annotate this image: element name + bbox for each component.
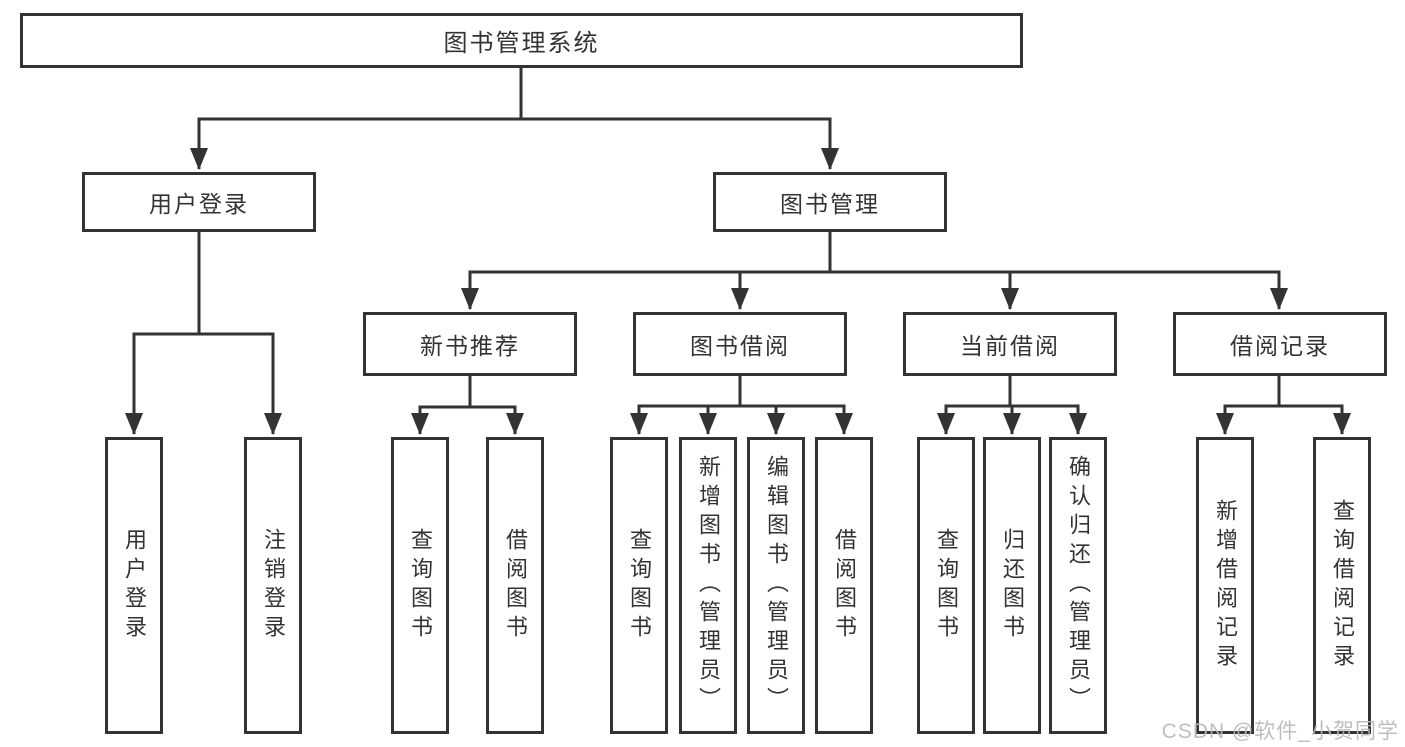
leaf-user-login: 用户登录 xyxy=(105,437,163,734)
leaf-query-books-recommend-label: 查询图书 xyxy=(408,527,433,644)
leaf-add-borrow-record: 新增借阅记录 xyxy=(1196,437,1254,734)
leaf-query-books-recommend: 查询图书 xyxy=(391,437,449,734)
connector-new-book-split xyxy=(411,405,524,435)
leaf-borrow-books-recommend: 借阅图书 xyxy=(486,437,544,734)
node-user-login: 用户登录 xyxy=(82,172,316,232)
leaf-logout-label: 注销登录 xyxy=(261,527,286,644)
csdn-watermark: CSDN @软件_小贺同学 xyxy=(1161,720,1399,743)
node-new-book-recommend: 新书推荐 xyxy=(363,312,577,376)
leaf-query-borrow-record: 查询借阅记录 xyxy=(1313,437,1371,734)
leaf-add-borrow-record-label: 新增借阅记录 xyxy=(1213,498,1238,673)
leaf-edit-books-admin: 编辑图书（管理员） xyxy=(747,437,805,734)
connector-user-login-split xyxy=(125,332,282,435)
node-borrow-records: 借阅记录 xyxy=(1173,312,1387,376)
leaf-add-books-admin: 新增图书（管理员） xyxy=(679,437,737,734)
node-book-borrow-label: 图书借阅 xyxy=(690,333,790,359)
node-book-management-label: 图书管理 xyxy=(780,191,880,217)
leaf-logout: 注销登录 xyxy=(244,437,302,734)
leaf-query-books-borrow-label: 查询图书 xyxy=(627,527,652,644)
leaf-confirm-return-admin: 确认归还（管理员） xyxy=(1049,437,1107,734)
leaf-query-books-current: 查询图书 xyxy=(917,437,975,734)
node-book-borrow: 图书借阅 xyxy=(633,312,847,376)
connector-root-split xyxy=(190,117,839,170)
node-new-book-recommend-label: 新书推荐 xyxy=(420,333,520,359)
leaf-edit-books-admin-label: 编辑图书（管理员） xyxy=(764,455,789,716)
leaf-borrow-books-label: 借阅图书 xyxy=(832,527,857,644)
leaf-return-books-label: 归还图书 xyxy=(1000,527,1025,644)
leaf-borrow-books: 借阅图书 xyxy=(815,437,873,734)
node-current-borrow: 当前借阅 xyxy=(903,312,1117,376)
node-borrow-records-label: 借阅记录 xyxy=(1230,333,1330,359)
node-root: 图书管理系统 xyxy=(20,13,1023,68)
node-root-label: 图书管理系统 xyxy=(443,30,600,57)
leaf-add-books-admin-label: 新增图书（管理员） xyxy=(696,455,721,716)
connector-book-borrow-split xyxy=(630,404,853,435)
connector-book-mgmt-split xyxy=(461,270,1288,310)
node-book-management: 图书管理 xyxy=(713,172,947,232)
leaf-query-borrow-record-label: 查询借阅记录 xyxy=(1330,498,1355,673)
node-user-login-label: 用户登录 xyxy=(149,191,249,217)
connector-borrow-records-split xyxy=(1216,404,1351,435)
node-current-borrow-label: 当前借阅 xyxy=(960,333,1060,359)
leaf-query-books-borrow: 查询图书 xyxy=(610,437,668,734)
leaf-confirm-return-admin-label: 确认归还（管理员） xyxy=(1066,455,1091,716)
leaf-borrow-books-recommend-label: 借阅图书 xyxy=(503,527,528,644)
leaf-query-books-current-label: 查询图书 xyxy=(934,527,959,644)
leaf-return-books: 归还图书 xyxy=(983,437,1041,734)
leaf-user-login-label: 用户登录 xyxy=(122,527,147,644)
